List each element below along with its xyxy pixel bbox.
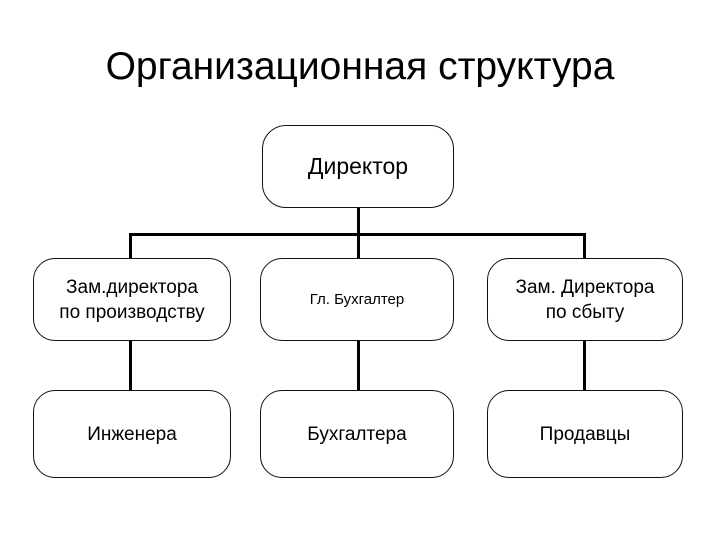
connector-director-to-chief-accountant bbox=[357, 233, 360, 260]
org-node-deputy-sales[interactable]: Зам. Директора по сбыту bbox=[487, 258, 683, 341]
connector-chief-accountant-to-accountants bbox=[357, 339, 360, 392]
org-node-chief-accountant-label: Гл. Бухгалтер bbox=[309, 290, 405, 308]
org-node-sellers[interactable]: Продавцы bbox=[487, 390, 683, 478]
org-node-chief-accountant[interactable]: Гл. Бухгалтер bbox=[260, 258, 454, 341]
connector-deputy-sales-to-sellers bbox=[583, 339, 586, 392]
page-title: Организационная структура bbox=[105, 45, 615, 88]
org-node-director-label: Директор bbox=[307, 153, 409, 179]
org-node-accountants-label: Бухгалтера bbox=[307, 423, 407, 445]
org-node-accountants[interactable]: Бухгалтера bbox=[260, 390, 454, 478]
connector-director-to-deputy-production bbox=[129, 233, 132, 260]
org-node-sellers-label: Продавцы bbox=[539, 423, 631, 445]
org-node-engineers-label: Инженера bbox=[87, 423, 177, 445]
org-node-director[interactable]: Директор bbox=[262, 125, 454, 208]
org-node-deputy-production[interactable]: Зам.директора по производству bbox=[33, 258, 231, 341]
org-node-deputy-sales-label: Зам. Директора по сбыту bbox=[515, 276, 655, 323]
connector-director-to-deputy-sales bbox=[583, 233, 586, 260]
connector-director-stem bbox=[357, 206, 360, 236]
connector-deputy-production-to-engineers bbox=[129, 339, 132, 392]
org-node-engineers[interactable]: Инженера bbox=[33, 390, 231, 478]
org-node-deputy-production-label: Зам.директора по производству bbox=[59, 276, 205, 323]
